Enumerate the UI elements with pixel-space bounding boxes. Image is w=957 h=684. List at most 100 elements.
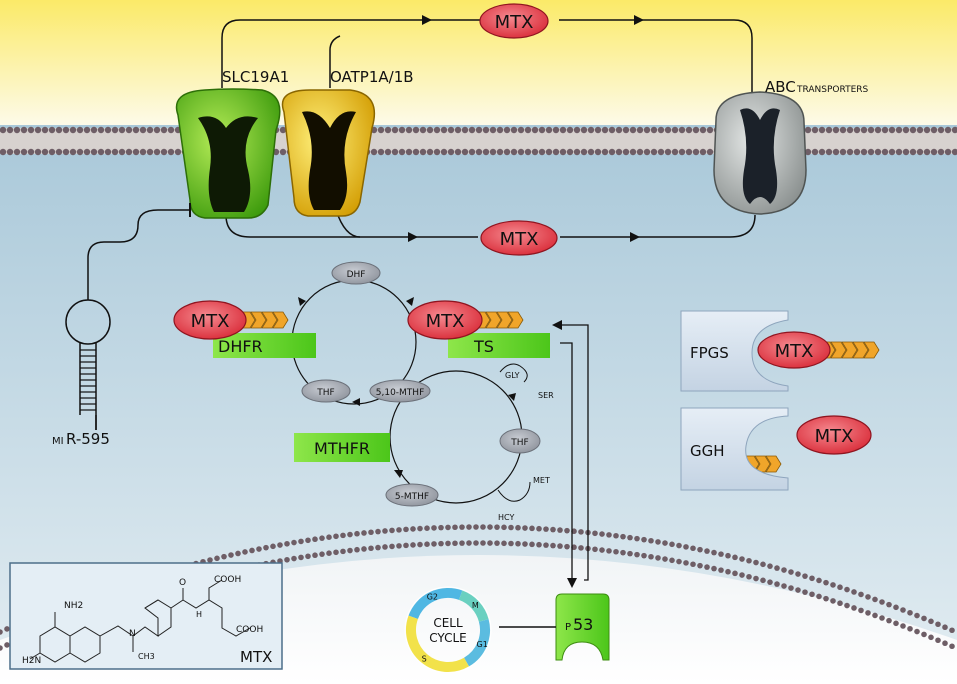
- nuclear-membrane-head: [340, 532, 346, 539]
- nuclear-membrane-head: [655, 555, 661, 561]
- nuclear-membrane-head: [270, 543, 276, 550]
- membrane-head: [699, 126, 707, 134]
- membrane-head: [853, 126, 861, 134]
- membrane-head: [594, 148, 602, 156]
- membrane-head: [111, 126, 119, 134]
- membrane-head: [454, 126, 462, 134]
- nuclear-membrane-head: [851, 605, 857, 611]
- struct-amide-o: O: [179, 578, 186, 588]
- nuclear-membrane-head: [452, 524, 458, 531]
- nuclear-membrane-head: [564, 543, 570, 550]
- membrane-head: [874, 148, 882, 156]
- membrane-head: [657, 126, 665, 134]
- membrane-head: [692, 148, 700, 156]
- glutamate-chevron: [272, 311, 289, 329]
- membrane-head: [440, 148, 448, 156]
- membrane-head: [902, 148, 910, 156]
- membrane-head: [867, 126, 875, 134]
- membrane-head: [839, 148, 847, 156]
- membrane-head: [510, 126, 518, 134]
- ts-p53-arrow-down: [567, 578, 577, 588]
- ser-label: SER: [538, 391, 554, 400]
- membrane-head: [454, 148, 462, 156]
- nuclear-membrane-head: [774, 581, 780, 587]
- nuclear-membrane-head: [466, 524, 472, 530]
- membrane-head: [83, 148, 91, 156]
- cell-cycle-phase-label: G1: [477, 640, 488, 649]
- nuclear-membrane-head: [718, 551, 724, 557]
- nuclear-membrane-head: [375, 544, 381, 551]
- nuclear-membrane-head: [781, 567, 787, 573]
- nuclear-membrane-head: [879, 599, 885, 605]
- membrane-head: [391, 148, 399, 156]
- struct-cooh-top: COOH: [214, 575, 241, 585]
- membrane-head: [951, 148, 957, 156]
- membrane-head: [951, 126, 957, 134]
- membrane-head: [930, 126, 938, 134]
- nuclear-membrane-head: [291, 539, 297, 546]
- nuclear-membrane-head: [641, 552, 647, 559]
- nuclear-membrane-head: [942, 640, 948, 647]
- nuclear-membrane-head: [711, 549, 717, 556]
- nuclear-membrane-head: [438, 540, 444, 547]
- nuclear-membrane-head: [487, 540, 493, 546]
- struct-amine-n: N: [129, 629, 136, 639]
- membrane-head: [825, 126, 833, 134]
- abc-label: ABC: [765, 78, 796, 96]
- membrane-head: [503, 148, 511, 156]
- nuclear-membrane-head: [508, 524, 514, 531]
- membrane-head: [20, 148, 28, 156]
- membrane-head: [895, 148, 903, 156]
- hcy-label: HCY: [498, 513, 514, 522]
- cell-cycle-line1: CELL: [433, 616, 463, 630]
- nuclear-membrane-head: [872, 612, 878, 619]
- nuclear-membrane-head: [767, 563, 773, 569]
- nuclear-membrane-head: [424, 541, 430, 547]
- membrane-head: [370, 148, 378, 156]
- membrane-head: [671, 148, 679, 156]
- nuclear-membrane-head: [347, 531, 353, 538]
- nuclear-membrane-head: [865, 610, 871, 616]
- import-loop-top-left: [221, 19, 484, 88]
- membrane-head: [545, 126, 553, 134]
- mtx-label-transit: MTX: [500, 229, 539, 250]
- membrane-head: [916, 148, 924, 156]
- membrane-head: [832, 148, 840, 156]
- nuclear-membrane-head: [417, 541, 423, 548]
- membrane-head: [594, 126, 602, 134]
- ts-p53-arrow-up: [552, 320, 562, 330]
- nuclear-membrane-head: [816, 577, 822, 584]
- nuclear-membrane-head: [354, 546, 360, 553]
- nuclear-membrane-head: [396, 527, 402, 533]
- membrane-head: [552, 148, 560, 156]
- nuclear-membrane-head: [928, 634, 934, 641]
- membrane-head: [27, 148, 35, 156]
- membrane-head: [685, 148, 693, 156]
- mtx-top-extracellular: MTX: [479, 3, 549, 39]
- membrane-head: [34, 126, 42, 134]
- nuclear-membrane-head: [305, 537, 311, 544]
- nuclear-membrane-head: [627, 534, 633, 541]
- mthfr-label: MTHFR: [314, 439, 370, 458]
- membrane-head: [902, 126, 910, 134]
- nuclear-membrane-head: [746, 573, 752, 580]
- nuclear-membrane-head: [858, 607, 864, 614]
- cell-cycle-phase-arc: [458, 590, 489, 622]
- nuclear-membrane-head: [613, 532, 619, 539]
- thf-left-label: THF: [316, 388, 334, 398]
- membrane-head: [412, 126, 420, 134]
- membrane-head: [279, 126, 287, 134]
- membrane-head: [461, 126, 469, 134]
- glutamate-chevron: [261, 311, 278, 329]
- membrane-head: [76, 148, 84, 156]
- mtx-ggh: MTX: [796, 415, 872, 455]
- membrane-head: [846, 126, 854, 134]
- membrane-head: [664, 148, 672, 156]
- nuclear-membrane-head: [830, 582, 836, 588]
- cycle-arrow-to-5mthf: [394, 470, 403, 478]
- nuclear-membrane-head: [501, 540, 507, 547]
- nuclear-membrane-head: [620, 533, 626, 540]
- membrane-head: [643, 126, 651, 134]
